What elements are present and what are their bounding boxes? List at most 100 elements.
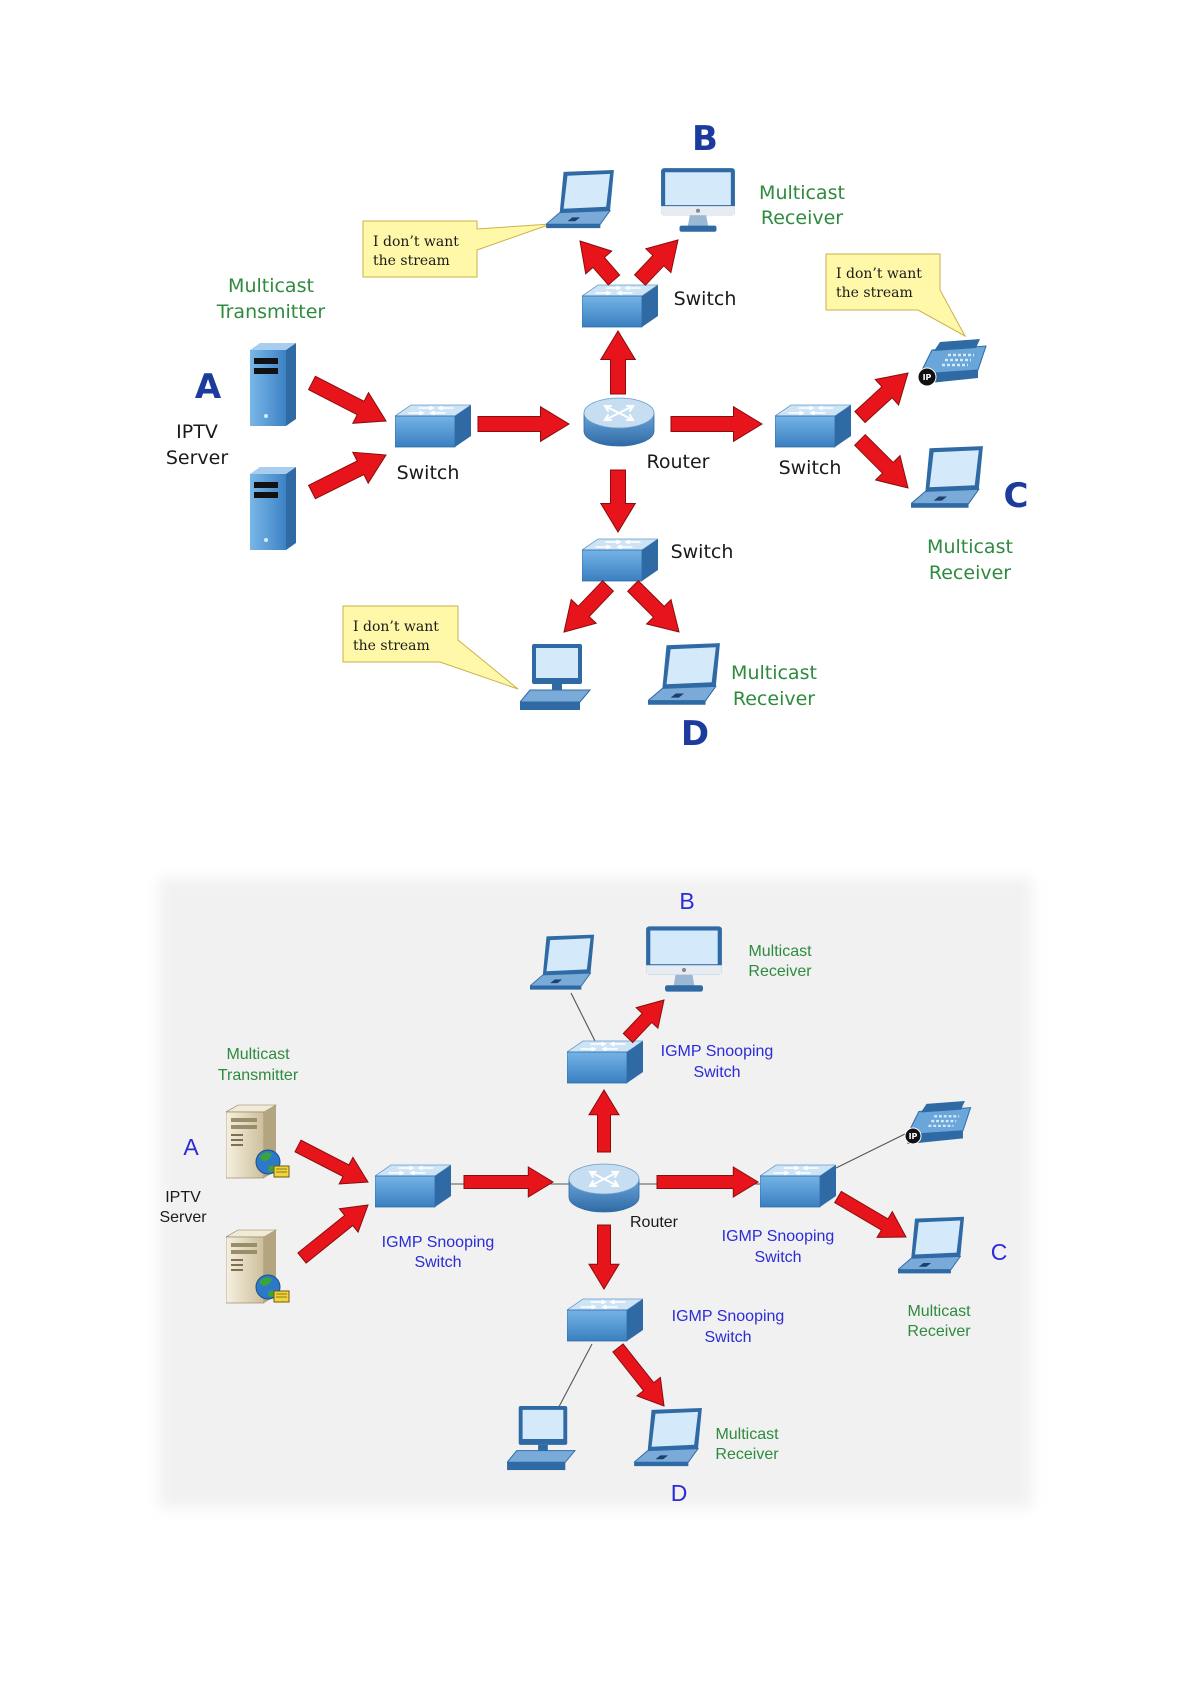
arrow-right-switch-to-laptop (853, 433, 909, 489)
callout-site-c-line2: the stream (836, 285, 913, 301)
site-b-role-line1: Multicast (748, 943, 812, 960)
site-d-letter: D (681, 714, 709, 754)
site-d-role-line2: Receiver (715, 1446, 779, 1463)
arrow-router-to-top-switch (599, 330, 637, 395)
link-right-switch-to-phone (835, 1132, 908, 1169)
arrow-router-to-top-switch (588, 1089, 620, 1153)
callout-site-c-line1: I don’t want (836, 266, 922, 282)
arrow-top-switch-to-monitor (633, 239, 679, 286)
left-switch-icon (395, 404, 471, 448)
right-igmp-switch-icon (760, 1164, 836, 1208)
callout-site-c (825, 253, 967, 338)
top-diagram: I don’t want the stream I don’t want the… (166, 119, 1029, 754)
server-label-line1: IPTV (176, 421, 218, 443)
bottom-diagram: IP B Multicast Receiver IGMP Snooping Sw… (159, 878, 1032, 1508)
site-d-laptop-icon (648, 643, 721, 706)
arrow-router-to-bottom-switch (599, 469, 637, 533)
site-b-role-line1: Multicast (759, 182, 845, 204)
router-label: Router (647, 451, 710, 473)
site-d-desktop-icon (520, 644, 591, 711)
callout-site-d (342, 605, 519, 690)
top-igmp-switch-icon (567, 1040, 643, 1084)
bottom-switch-icon (582, 538, 658, 582)
ip-badge-circle (917, 367, 937, 387)
top-switch-icon (582, 284, 658, 328)
site-b-monitor-icon (661, 168, 735, 232)
callout-site-b-line1: I don’t want (373, 234, 459, 250)
site-c-laptop-icon (911, 446, 984, 509)
top-switch-label-line2: Switch (693, 1064, 740, 1081)
server-label-line2: Server (159, 1209, 207, 1226)
router-label: Router (630, 1214, 679, 1231)
site-b-letter: B (692, 119, 718, 159)
callout-site-b (362, 220, 552, 278)
site-d-letter: D (671, 1480, 688, 1506)
left-switch-label-line2: Switch (414, 1254, 461, 1271)
arrow-bottom-switch-to-laptop (612, 1343, 665, 1407)
top-switch-label-line1: IGMP Snooping (661, 1043, 774, 1060)
arrow-router-to-right-switch (656, 1166, 759, 1198)
site-a-role-line1: Multicast (226, 1046, 290, 1063)
site-a-role-line1: Multicast (228, 275, 314, 297)
arrow-bottom-switch-to-laptop (626, 579, 680, 633)
site-a-letter: A (183, 1134, 199, 1160)
left-switch-label: Switch (397, 462, 460, 484)
top-switch-label: Switch (674, 288, 737, 310)
ip-badge-label: IP (923, 373, 932, 382)
site-c-letter: C (1004, 476, 1029, 516)
arrow-right-switch-to-phone (854, 372, 909, 424)
site-a-role-line2: Transmitter (218, 1067, 299, 1084)
arrow-top-switch-to-monitor (622, 999, 665, 1044)
server-tower-icon (250, 467, 296, 550)
right-switch-label-line2: Switch (754, 1249, 801, 1266)
arrow-server2-to-left-switch (307, 451, 387, 500)
arrow-bottom-switch-to-desktop (563, 580, 615, 633)
site-a-letter: A (195, 367, 222, 407)
server-label-line2: Server (166, 447, 228, 469)
arrow-left-switch-to-router (477, 405, 570, 443)
ip-badge-circle (904, 1127, 922, 1145)
callout-site-d-line2: the stream (353, 638, 430, 654)
bottom-igmp-switch-icon (567, 1298, 643, 1342)
callout-site-b-line2: the stream (373, 253, 450, 269)
ip-badge: IP (917, 367, 937, 387)
callout-site-d-line1: I don’t want (353, 619, 439, 635)
site-b-role-line2: Receiver (748, 963, 812, 980)
site-c-role-line2: Receiver (929, 562, 1011, 584)
site-d-role-line1: Multicast (715, 1426, 779, 1443)
ip-badge-label: IP (909, 1132, 918, 1141)
right-switch-label-line1: IGMP Snooping (722, 1228, 835, 1245)
site-d-role-line2: Receiver (733, 688, 815, 710)
site-c-role-line1: Multicast (907, 1303, 971, 1320)
bottom-switch-label-line1: IGMP Snooping (672, 1308, 785, 1325)
bottom-switch-label-line2: Switch (704, 1329, 751, 1346)
arrow-router-to-bottom-switch (588, 1224, 620, 1290)
ip-badge: IP (904, 1127, 922, 1145)
right-switch-icon (775, 404, 851, 448)
server-label-line1: IPTV (165, 1189, 201, 1206)
link-top-switch-to-laptop (570, 992, 597, 1044)
left-igmp-switch-icon (375, 1164, 451, 1208)
site-b-role-line2: Receiver (761, 207, 843, 229)
site-d-role-line1: Multicast (731, 662, 817, 684)
arrow-router-to-right-switch (670, 405, 763, 443)
site-b-letter: B (679, 888, 694, 914)
bottom-switch-label: Switch (671, 541, 734, 563)
arrow-server1-to-left-switch (294, 1139, 369, 1185)
router-icon (568, 1163, 640, 1213)
server-tower-icon (250, 343, 296, 426)
left-switch-label-line1: IGMP Snooping (382, 1234, 495, 1251)
arrow-server2-to-left-switch (297, 1204, 369, 1264)
right-switch-label: Switch (779, 457, 842, 479)
site-b-laptop-icon (546, 170, 615, 229)
arrow-server1-to-left-switch (307, 375, 387, 424)
arrow-right-switch-to-laptop (834, 1190, 907, 1238)
arrow-left-switch-to-router (463, 1166, 554, 1198)
site-c-role-line1: Multicast (927, 536, 1013, 558)
site-c-letter: C (991, 1239, 1008, 1265)
arrow-top-switch-to-laptop (579, 240, 621, 286)
router-icon (583, 397, 655, 447)
site-a-role-line2: Transmitter (216, 301, 326, 323)
site-c-role-line2: Receiver (907, 1323, 971, 1340)
